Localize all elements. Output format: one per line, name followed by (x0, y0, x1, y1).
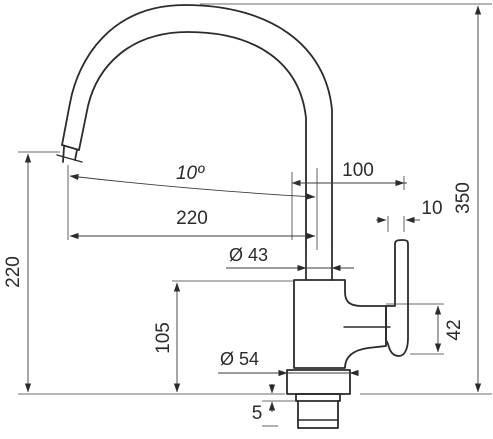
spout-tip (61, 144, 80, 163)
spout-inner-curve (78, 31, 307, 281)
label-spout-offset: 100 (342, 160, 374, 181)
label-base-diameter: Ø 54 (220, 349, 259, 369)
extension-lines (18, 3, 492, 395)
faucet-body (293, 279, 387, 369)
flange-ring (295, 393, 341, 402)
label-spout-diameter: Ø 43 (229, 245, 268, 265)
label-angle: 10º (176, 163, 205, 184)
dim-arc-10deg (69, 173, 316, 200)
label-base-height: 105 (153, 322, 174, 354)
dimension-lines (24, 5, 482, 427)
label-reach: 220 (176, 208, 208, 229)
label-spout-height: 220 (3, 256, 24, 288)
dimension-labels: 350 220 105 220 10º 100 10 Ø 43 42 Ø 54 … (3, 160, 474, 424)
lever-handle (385, 239, 409, 357)
spout-outlet (56, 154, 83, 163)
label-total-height: 350 (453, 182, 474, 214)
label-flange: 5 (252, 403, 263, 424)
threaded-stub (297, 400, 339, 429)
base-plate (286, 369, 351, 395)
label-lever-width: 10 (421, 198, 442, 219)
spout-outer-curve (61, 4, 333, 281)
faucet-outline (56, 4, 409, 429)
label-lever-height: 42 (444, 319, 465, 340)
